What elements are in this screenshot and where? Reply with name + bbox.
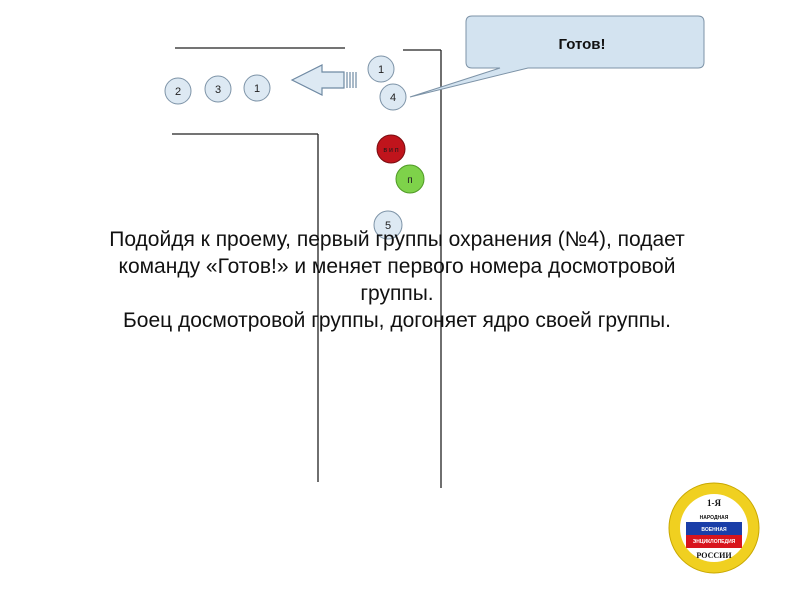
marker-label: 1 — [254, 83, 260, 95]
emblem-line: НАРОДНАЯ — [700, 515, 729, 521]
emblem-top-text: 1-Я — [707, 498, 721, 508]
marker-label: в и п — [383, 147, 399, 154]
marker-label: 2 — [175, 86, 181, 98]
marker-doorway-1: 1 — [367, 55, 395, 83]
marker-5: 5 — [373, 210, 403, 240]
marker-red: в и п — [376, 134, 406, 164]
callout-shape — [409, 15, 705, 98]
caption-line: команду «Готов!» и меняет первого номера… — [118, 255, 676, 278]
marker-label: п — [407, 175, 412, 186]
callout-text: Готов! — [558, 36, 605, 53]
marker-corridor-1: 1 — [243, 74, 271, 102]
arrow-shape — [290, 64, 345, 96]
emblem-bottom-text: РОССИИ — [696, 551, 732, 560]
caption-line: Боец досмотровой группы, догоняет ядро с… — [123, 309, 671, 332]
marker-label: 4 — [390, 92, 396, 104]
emblem-line: ЭНЦИКЛОПЕДИЯ — [693, 539, 736, 545]
marker-label: 5 — [385, 220, 391, 232]
marker-label: 3 — [215, 84, 221, 96]
marker-corridor-2: 2 — [164, 77, 192, 105]
caption-line: Подойдя к проему, первый группы охранени… — [109, 228, 685, 251]
callout-bubble: Готов! — [409, 15, 705, 98]
marker-green: п — [395, 164, 425, 194]
emblem-line: ВОЕННАЯ — [701, 527, 727, 533]
flag-stripe-blue — [686, 522, 742, 535]
marker-label: 1 — [378, 64, 384, 76]
marker-guard-4: 4 — [379, 83, 407, 111]
marker-corridor-3: 3 — [204, 75, 232, 103]
encyclopedia-emblem: 1-Я НАРОДНАЯ ВОЕННАЯ ЭНЦИКЛОПЕДИЯ РОССИИ — [668, 482, 760, 574]
walls — [172, 47, 442, 488]
caption: Подойдя к проему, первый группы охранени… — [40, 226, 754, 334]
flag-stripe-white — [686, 510, 742, 523]
caption-line: группы. — [360, 282, 434, 305]
flag-stripe-red — [686, 535, 742, 548]
direction-arrow — [290, 64, 357, 96]
